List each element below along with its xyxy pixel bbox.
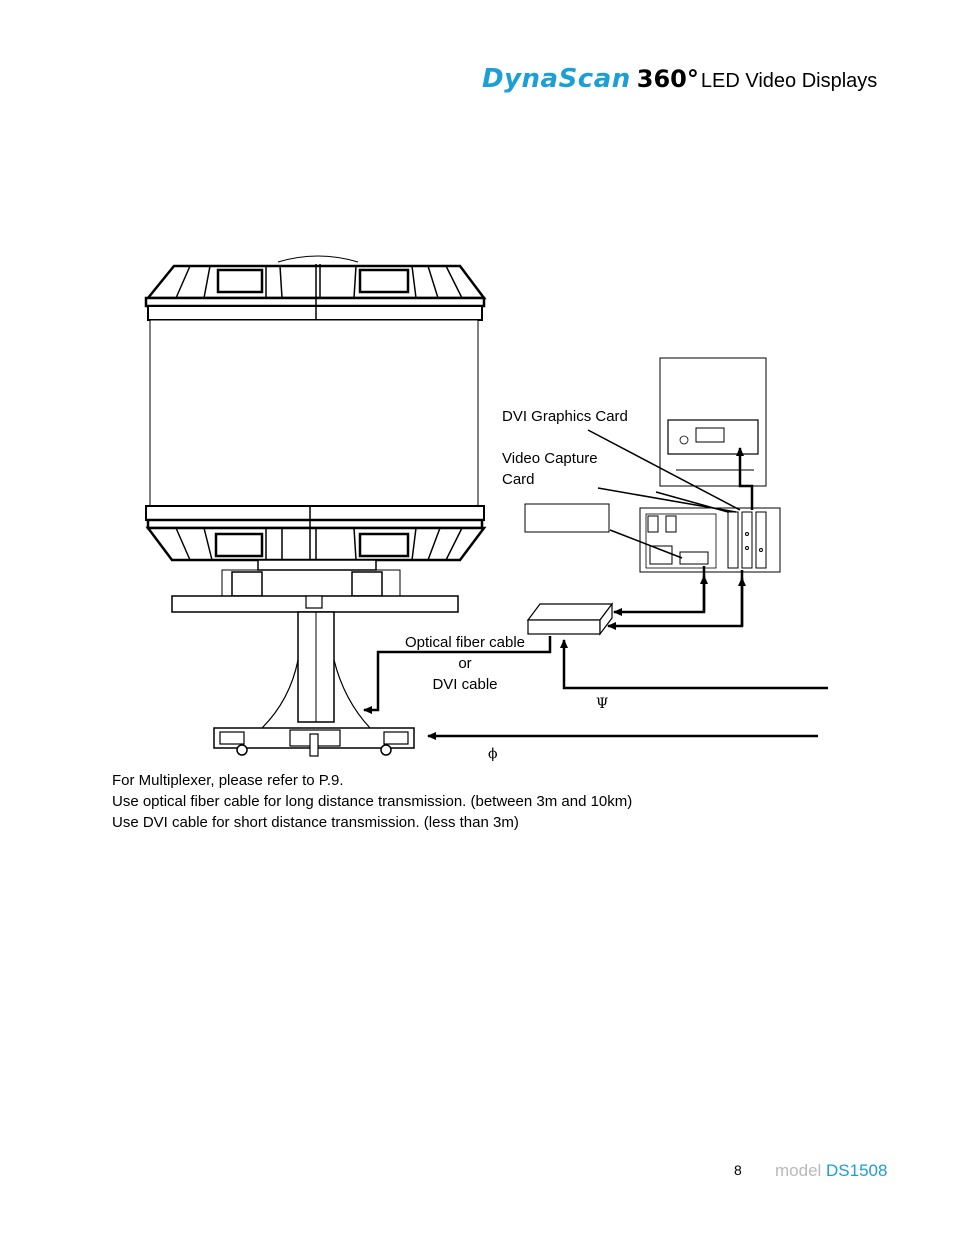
note-line: Use optical fiber cable for long distanc…: [112, 793, 633, 810]
pointer-lines: [587, 429, 741, 559]
cable-label-line2: or: [458, 655, 472, 672]
cable-arrows: [363, 447, 828, 740]
note-line: Use DVI cable for short distance transmi…: [112, 814, 519, 831]
brand-tagline: LED Video Displays: [700, 70, 878, 92]
computer-monitor: [659, 357, 767, 487]
brand-logo: DynaScan: [482, 64, 631, 94]
cable-label-line3: DVI cable: [432, 676, 498, 693]
dvi-graphics-card-label: DVI Graphics Card: [502, 408, 628, 425]
header-brand: DynaScan 360° LED Video Displays: [482, 64, 877, 98]
notes-block: For Multiplexer, please refer to P.9. Us…: [112, 770, 632, 833]
video-capture-label-line1: Video Capture: [502, 450, 598, 467]
footer-model: model DS1508: [775, 1161, 887, 1181]
brand-360: 360°: [636, 65, 699, 93]
video-capture-label-line2: Card: [502, 471, 535, 488]
phi-symbol: ϕ: [488, 746, 498, 762]
multiplexer-box: [526, 602, 614, 636]
pc-chassis: [639, 507, 781, 573]
model-name: DS1508: [826, 1161, 888, 1180]
page-number: 8: [734, 1162, 742, 1178]
psi-symbol: Ψ: [596, 696, 609, 712]
cable-label-line1: Optical fiber cable: [404, 634, 526, 651]
led-display-cylinder: [144, 255, 487, 562]
display-stand: [171, 559, 459, 757]
model-prefix: model: [775, 1161, 827, 1180]
note-line: For Multiplexer, please refer to P.9.: [112, 772, 344, 789]
blank-box: [524, 503, 610, 533]
